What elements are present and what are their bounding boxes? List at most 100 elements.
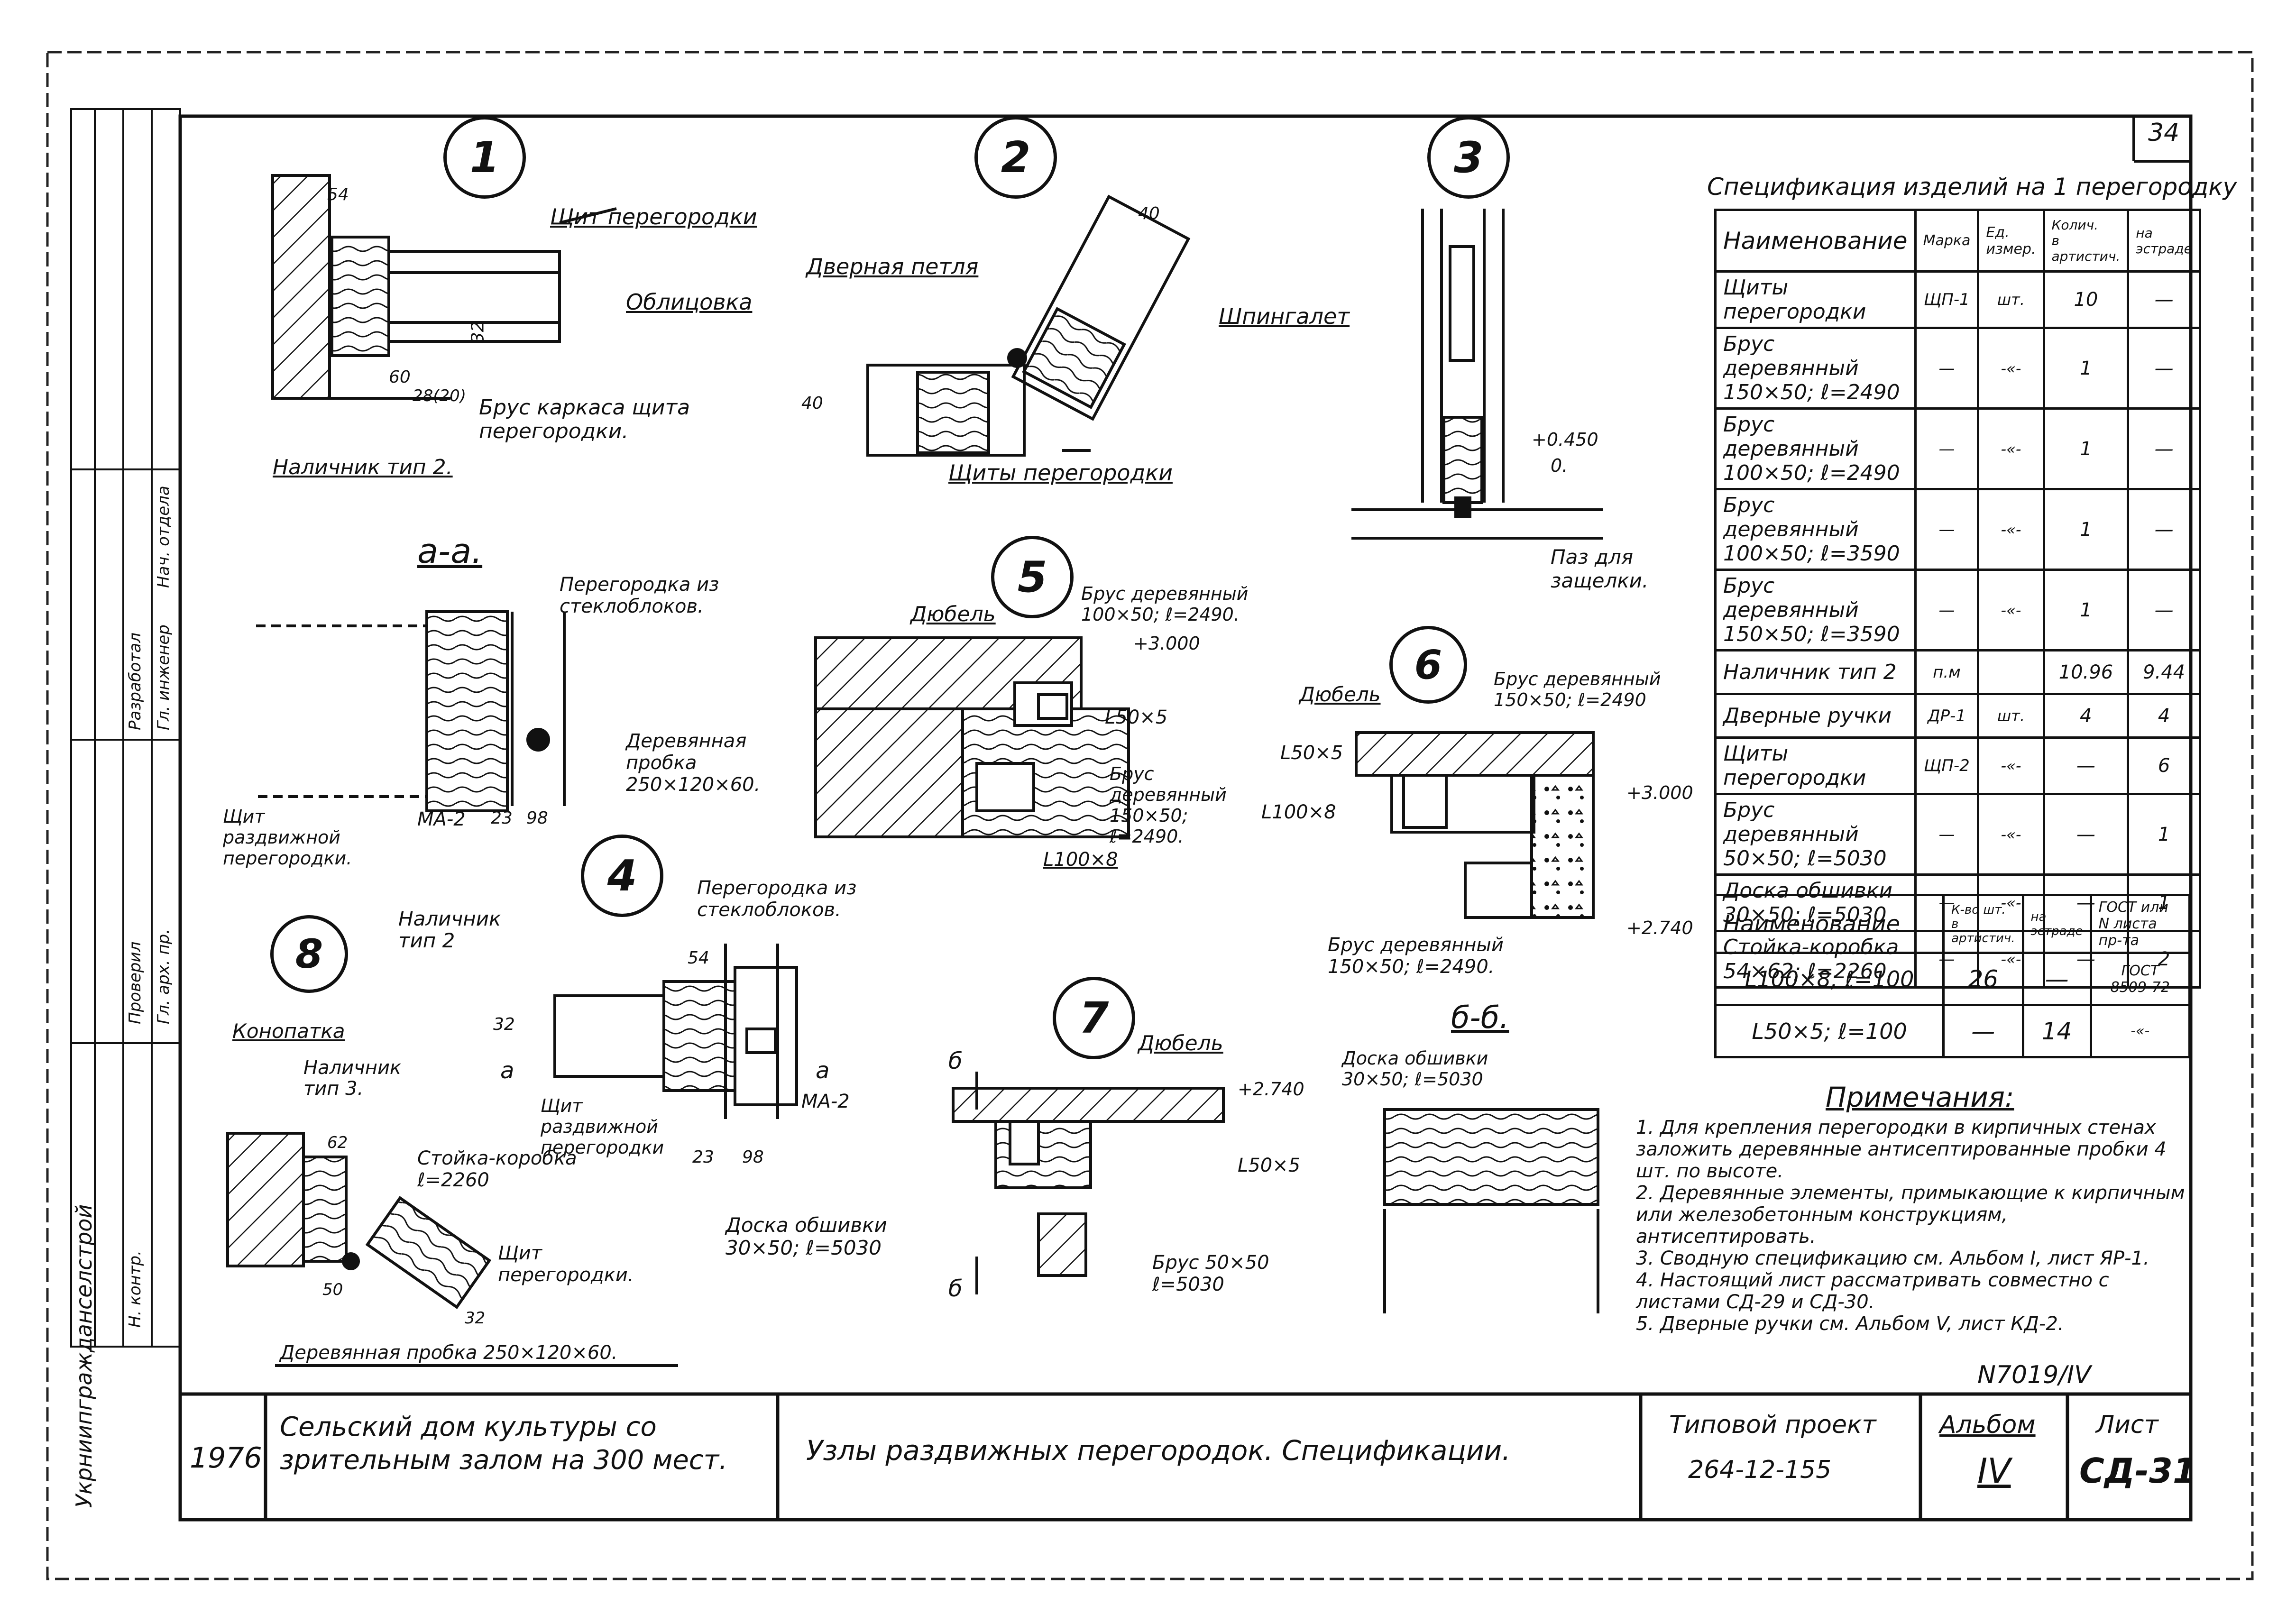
d1-label-cladding: Облицовка <box>626 289 753 315</box>
spec-row: Брус деревянный 150×50; ℓ=3590—-«-1— <box>1714 569 2201 651</box>
steel-table: Наименование К-во шт.в артистич. на эстр… <box>1714 894 2191 1058</box>
title-album-label: Альбом <box>1939 1411 2036 1439</box>
d6-angle-100: L100×8 <box>1261 801 1336 823</box>
note-3: 3. Сводную спецификацию см. Альбом I, ли… <box>1636 1248 2149 1269</box>
section-bb-title: б-б. <box>1451 1000 1509 1036</box>
steel-header-qty: К-во шт. <box>1951 902 2006 917</box>
d6-label-beam-bottom: Брус деревянный 150×50; ℓ=2490. <box>1328 934 1504 978</box>
d4-cut-mark-right: а <box>816 1057 830 1084</box>
spec-cell-name: Брус деревянный 150×50; ℓ=3590 <box>1714 569 1917 651</box>
steel-header-name: Наименование <box>1714 894 1945 954</box>
d1-label-frame: Брус каркаса щита перегородки. <box>479 395 690 443</box>
spec-cell-stage: 6 <box>2127 736 2201 795</box>
spec-cell-name: Брус деревянный 100×50; ℓ=3590 <box>1714 488 1917 571</box>
note-1: 1. Для крепления перегородки в кирпичных… <box>1636 1117 2167 1182</box>
d5-label-plug: Деревянная пробка 250×120×60. <box>626 730 761 796</box>
d1-dim-32: 32 <box>468 321 488 343</box>
note-2: 2. Деревянные элементы, примыкающие к ки… <box>1636 1182 2185 1248</box>
spec-header-art: в артистич. <box>2051 233 2121 264</box>
title-sheet-label: Лист <box>2096 1411 2158 1439</box>
spec-cell-stage: 1 <box>2127 793 2201 876</box>
spec-cell-stage: 9.44 <box>2127 649 2201 695</box>
spec-cell-mark: — <box>1914 327 1980 410</box>
detail-7-marker: 7 <box>1053 977 1135 1059</box>
side-role-5: Проверил <box>126 941 145 1024</box>
spec-cell-unit: -«- <box>1977 488 2045 571</box>
detail-5-marker: 5 <box>991 536 1074 618</box>
spec-cell-mark: ДР-1 <box>1914 693 1980 739</box>
spec-header-qty-art: Колич.в артистич. <box>2042 209 2130 273</box>
detail-6-marker: 6 <box>1389 626 1467 704</box>
spec-table: Наименование Марка Ед. измер. Колич.в ар… <box>1714 209 2201 989</box>
aa-dim-23: 23 <box>491 808 513 828</box>
steel-cell-stage: 14 <box>2021 1004 2092 1058</box>
side-role-3: Гл. арх. пр. <box>154 928 173 1024</box>
steel-cell-name: L50×5; ℓ=100 <box>1714 1004 1945 1058</box>
note-5: 5. Дверные ручки см. Альбом V, лист КД-2… <box>1636 1313 2064 1335</box>
aa-dim-98: 98 <box>526 808 548 828</box>
steel-header-art: К-во шт.в артистич. <box>1942 894 2024 954</box>
note-4: 4. Настоящий лист рассматривать совместн… <box>1636 1269 2109 1313</box>
d8-label-casing: Наличник тип 3. <box>303 1057 402 1100</box>
d1-label-casing: Наличник тип 2. <box>273 455 453 479</box>
steel-cell-art: 26 <box>1942 952 2024 1006</box>
detail-1-marker: 1 <box>443 116 526 199</box>
spec-cell-stage: — <box>2127 407 2201 490</box>
spec-cell-mark: — <box>1914 488 1980 571</box>
d4-label-ma2: МА-2 <box>801 1091 850 1112</box>
d7-label-beam: Брус 50×50 ℓ=5030 <box>1152 1252 1269 1295</box>
detail-2-marker: 2 <box>974 116 1057 199</box>
spec-header-qty: Колич. <box>2051 217 2099 233</box>
spec-cell-art: 1 <box>2042 407 2130 490</box>
d2-label-panels: Щиты перегородки <box>948 460 1173 486</box>
spec-row: Брус деревянный 100×50; ℓ=3590—-«-1— <box>1714 488 2201 571</box>
d7-angle-50: L50×5 <box>1238 1155 1301 1176</box>
spec-cell-name: Щиты перегородки <box>1714 270 1917 329</box>
spec-cell-unit: -«- <box>1977 736 2045 795</box>
spec-cell-mark: — <box>1914 569 1980 651</box>
d2-dim-40-top: 40 <box>1138 204 1160 223</box>
steel-cell-stage: — <box>2021 952 2092 1006</box>
spec-cell-name: Брус деревянный 100×50; ℓ=2490 <box>1714 407 1917 490</box>
notes-title: Примечания: <box>1826 1081 2014 1113</box>
d6-level-3000: +3.000 <box>1626 782 1693 803</box>
spec-cell-art: 1 <box>2042 327 2130 410</box>
d8-dim-32: 32 <box>465 1309 486 1328</box>
d4-dim-98: 98 <box>742 1147 764 1167</box>
d8-label-caulk: Конопатка <box>232 1019 345 1043</box>
d3-label-bolt: Шпингалет <box>1219 303 1350 329</box>
d8-label-plug: Деревянная пробка 250×120×60. <box>280 1342 618 1364</box>
spec-cell-mark: — <box>1914 793 1980 876</box>
steel-header-stage: на эстраде <box>2021 894 2092 954</box>
spec-row: Брус деревянный 150×50; ℓ=2490—-«-1— <box>1714 327 2201 410</box>
spec-cell-mark: ЩП-1 <box>1914 270 1980 329</box>
side-role-4: Разработал <box>126 633 145 730</box>
d8-dim-62: 62 <box>327 1133 348 1152</box>
bb-label-board: Доска обшивки 30×50; ℓ=5030 <box>1342 1048 1488 1090</box>
title-project-label: Типовой проект <box>1669 1411 1876 1439</box>
d7-label-board: Доска обшивки 30×50; ℓ=5030 <box>726 1213 887 1259</box>
spec-row: Брус деревянный 100×50; ℓ=2490—-«-1— <box>1714 407 2201 490</box>
spec-cell-unit: -«- <box>1977 407 2045 490</box>
steel-header-gost: ГОСТ или N листа пр-та <box>2089 894 2191 954</box>
steel-cell-art: — <box>1942 1004 2024 1058</box>
steel-header-art-label: в артистич. <box>1951 917 2015 945</box>
d4-dim-23: 23 <box>692 1147 714 1167</box>
spec-cell-stage: — <box>2127 270 2201 329</box>
spec-cell-unit <box>1977 649 2045 695</box>
aa-label-panel: Щит раздвижной перегородки. <box>223 806 352 869</box>
spec-row: Брус деревянный 50×50; ℓ=5030—-«-—1 <box>1714 793 2201 876</box>
spec-cell-art: 4 <box>2042 693 2130 739</box>
d5-label-dowel: Дюбель <box>910 602 996 626</box>
spec-header-name: Наименование <box>1714 209 1917 273</box>
detail-4-marker: 4 <box>581 835 663 917</box>
spec-cell-name: Наличник тип 2 <box>1714 649 1917 695</box>
spec-header-stage: на эстраде <box>2127 209 2201 273</box>
spec-cell-art: 1 <box>2042 569 2130 651</box>
side-role-6: Н. контр. <box>126 1250 145 1328</box>
